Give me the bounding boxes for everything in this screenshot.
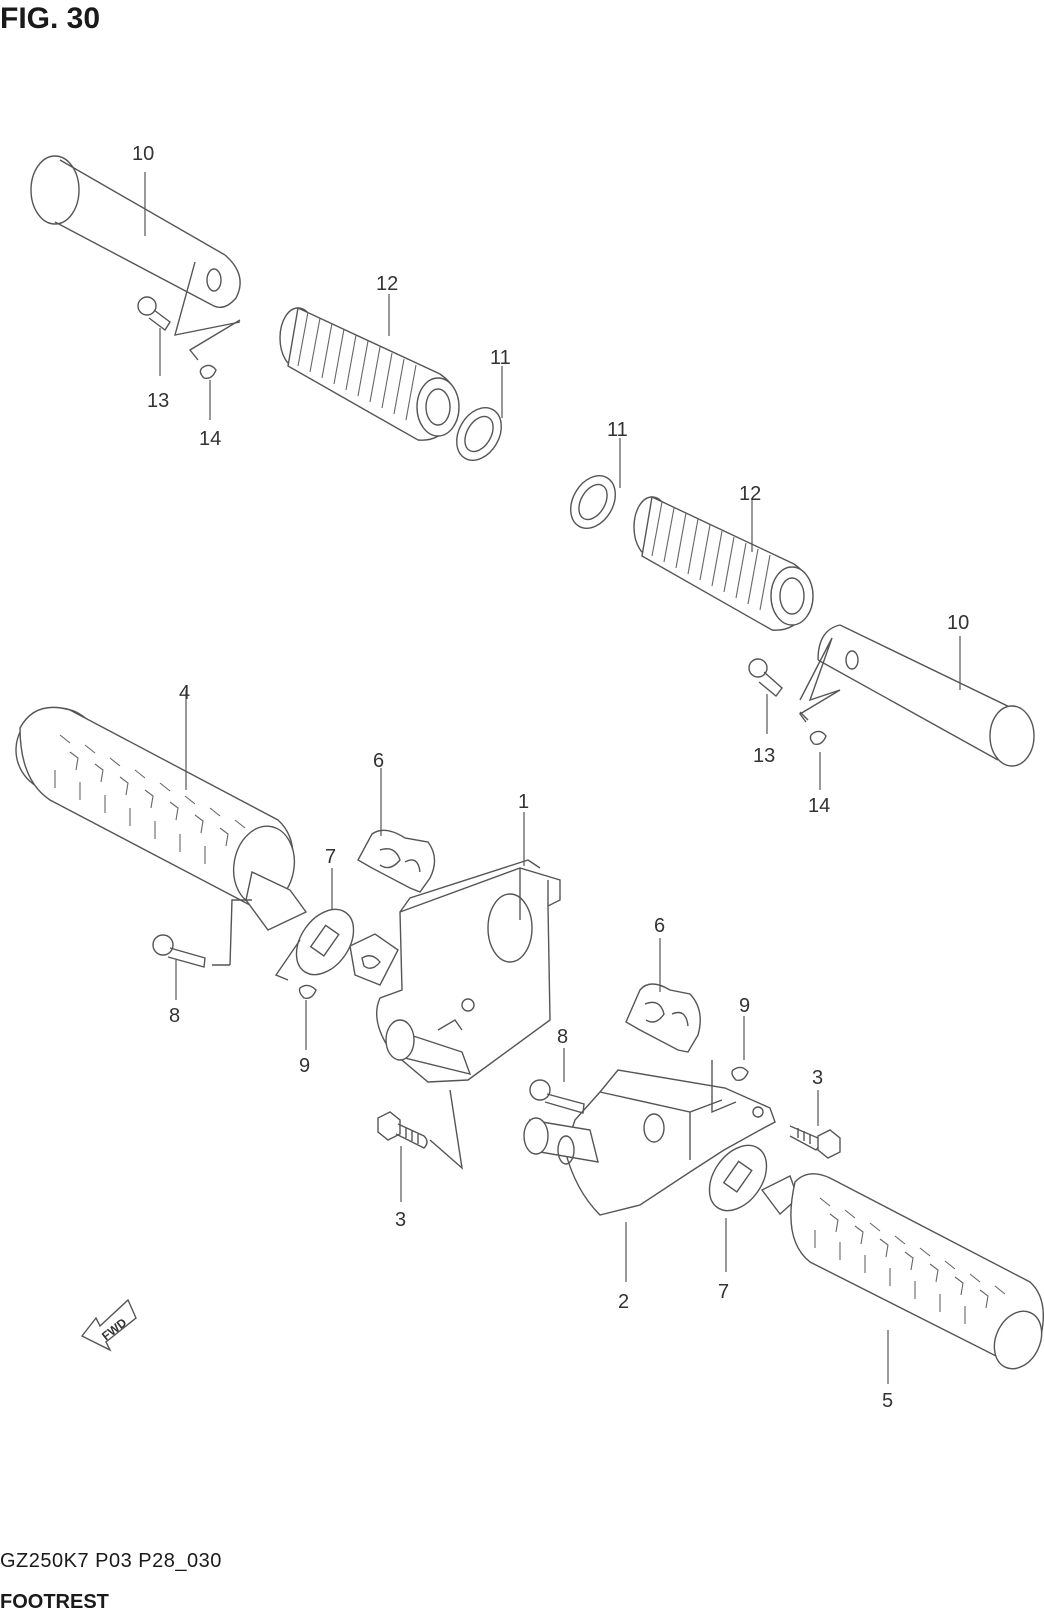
callout-7: 7 — [718, 1281, 729, 1303]
callout-3: 3 — [395, 1209, 406, 1231]
model-code: GZ250K7 P03 P28_030 — [0, 1550, 222, 1572]
pillion-peg-right — [799, 624, 1035, 767]
callout-14: 14 — [199, 428, 221, 450]
pin-clip-14-right — [798, 689, 841, 746]
figure-title: FIG. 30 — [0, 2, 101, 35]
leader-lines — [144, 172, 961, 1384]
pillion-peg-left — [30, 155, 241, 336]
callout-7: 7 — [325, 846, 336, 868]
callout-5: 5 — [882, 1390, 893, 1412]
callout-1: 1 — [518, 791, 529, 813]
clevis-pin-8-right — [529, 1079, 585, 1114]
callout-6: 6 — [373, 750, 384, 772]
footrest-grip-12-left — [279, 306, 460, 441]
rider-footrest-4 — [15, 706, 308, 931]
callout-12: 12 — [376, 273, 398, 295]
callout-6: 6 — [654, 915, 665, 937]
clevis-pin-8-left — [152, 934, 206, 968]
rubber-pad-6-left — [357, 829, 436, 893]
washer-7-left — [295, 908, 355, 976]
callout-2: 2 — [618, 1291, 629, 1313]
washer-11-right — [570, 475, 616, 529]
clevis-pin-13-left — [137, 296, 171, 332]
pin-clip-14-left — [188, 319, 241, 380]
callout-10: 10 — [947, 612, 969, 634]
rubber-pad-6-right — [625, 983, 701, 1053]
footrest-bracket-1 — [376, 859, 561, 1083]
callout-14: 14 — [808, 795, 830, 817]
callout-12: 12 — [739, 483, 761, 505]
callout-13: 13 — [147, 390, 169, 412]
callout-9: 9 — [739, 995, 750, 1017]
rider-footrest-5 — [760, 1173, 1044, 1370]
pin-clip-9-right — [731, 1066, 749, 1082]
callout-labels: 10 12 11 13 14 11 12 10 13 14 4 6 1 7 8 … — [132, 143, 969, 1412]
callout-8: 8 — [557, 1026, 568, 1048]
callout-9: 9 — [299, 1055, 310, 1077]
clevis-pin-13-right — [748, 658, 809, 721]
callout-8: 8 — [169, 1005, 180, 1027]
footrest-bracket-2 — [523, 1060, 776, 1216]
forward-arrow-icon: FWD — [80, 1298, 137, 1352]
washer-11-left — [456, 407, 502, 461]
section-name: FOOTREST — [0, 1591, 109, 1613]
washer-7-right — [708, 1144, 768, 1212]
bolt-3-right — [789, 1125, 841, 1159]
callout-13: 13 — [753, 745, 775, 767]
pin-clip-9-left — [212, 899, 317, 1000]
bolt-3-left — [377, 1089, 463, 1170]
callout-11: 11 — [490, 347, 511, 369]
callout-10: 10 — [132, 143, 154, 165]
callout-4: 4 — [179, 682, 190, 704]
plate-small-left — [349, 933, 399, 986]
callout-3: 3 — [812, 1067, 823, 1089]
callout-11: 11 — [607, 419, 628, 441]
footrest-grip-12-right — [633, 495, 814, 631]
